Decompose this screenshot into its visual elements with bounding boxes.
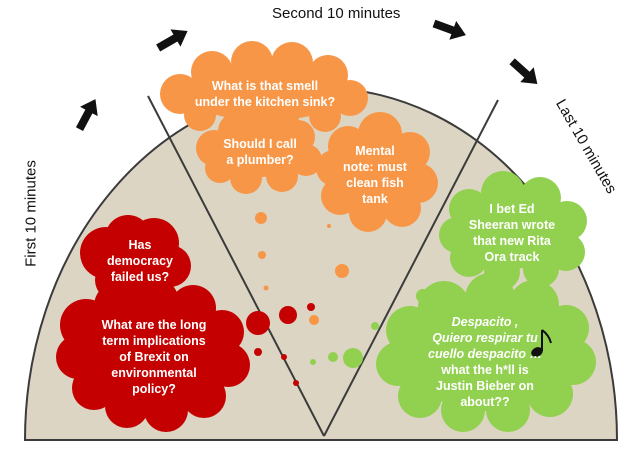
bubble-green [310, 359, 316, 365]
bubble-red [307, 303, 315, 311]
cloud-ed-sheeran [439, 171, 587, 290]
bubble-orange [327, 224, 331, 228]
bubble-green [328, 352, 338, 362]
thought-clouds [56, 41, 596, 432]
right-arrow-icon [75, 99, 98, 132]
label-second-10-minutes: Second 10 minutes [272, 5, 401, 22]
thought-democracy: Has democracy failed us? [106, 238, 173, 284]
divider-line-left [147, 95, 325, 437]
bubble-orange [309, 315, 319, 325]
thought-kitchen-smell: What is that smell under the kitchen sin… [194, 79, 336, 109]
music-note-icon [531, 329, 552, 357]
bubble-red [281, 354, 287, 360]
bubble-red [279, 306, 297, 324]
bubble-red [293, 380, 299, 386]
thought-fish-tank: Mental note: must clean fish tank [343, 144, 407, 206]
thought-brexit: What are the long term implications of B… [101, 318, 207, 396]
bubble-green [343, 348, 363, 368]
cloud-plumber [196, 110, 322, 194]
bubble-green [371, 322, 379, 330]
right-arrow-icon [156, 29, 188, 52]
bubble-orange [258, 251, 266, 259]
bubble-red [246, 311, 270, 335]
thought-plumber: Should I call a plumber? [223, 137, 297, 167]
bubble-orange [255, 212, 267, 224]
right-arrow-icon [432, 19, 466, 40]
cloud-despacito [376, 273, 596, 432]
bubble-orange [263, 285, 269, 291]
direction-arrows [75, 19, 538, 132]
thought-despacito: Despacito , Quiero respirar tu cuello de… [428, 315, 542, 409]
label-first-10-minutes: First 10 minutes [22, 160, 40, 267]
right-arrow-icon [509, 58, 538, 85]
bubble-orange [335, 264, 349, 278]
thought-ed-sheeran: I bet Ed Sheeran wrote that new Rita Ora… [468, 202, 556, 264]
bubble-red [254, 348, 262, 356]
cloud-fish-tank [316, 112, 438, 232]
cloud-brexit [56, 278, 250, 432]
divider-line-right [323, 99, 499, 437]
